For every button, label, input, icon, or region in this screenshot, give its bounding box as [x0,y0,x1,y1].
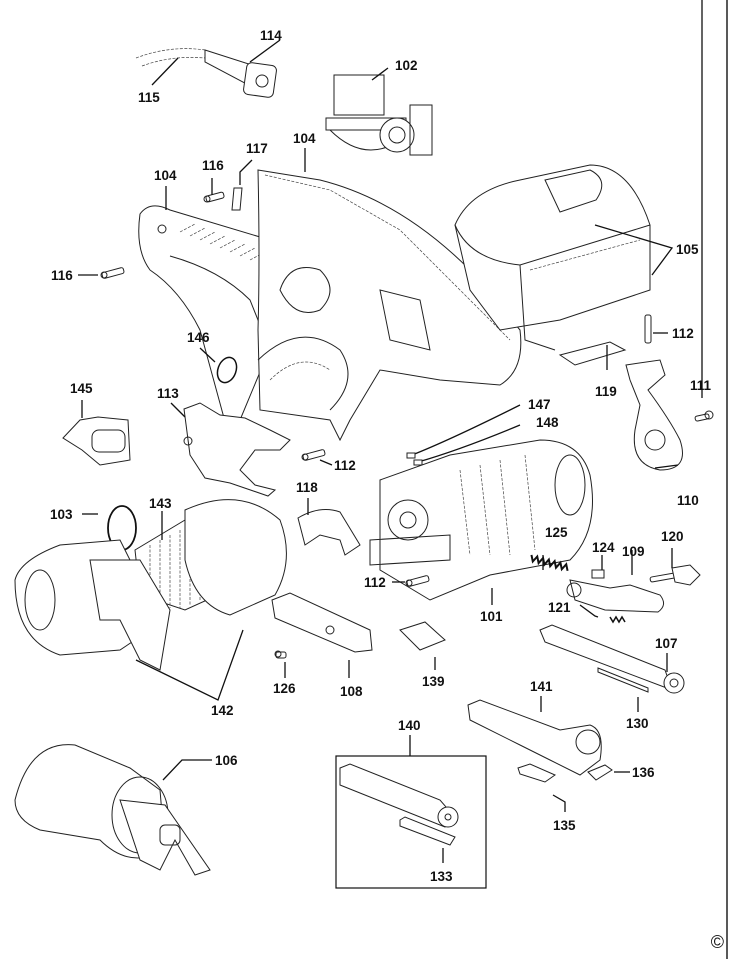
label-116-upper: 116 [202,158,224,173]
label-121: 121 [548,600,571,615]
part-114-strain-relief [204,49,277,98]
part-112-screw-low [405,575,430,587]
label-126: 126 [273,681,296,696]
label-114: 114 [260,28,282,43]
label-112-mid: 112 [334,458,356,473]
label-111: 111 [690,378,712,393]
part-141-arm-assembly [467,699,602,776]
part-116-screw-a [203,191,225,203]
label-135: 135 [553,818,576,833]
label-106: 106 [215,753,238,768]
label-125: 125 [545,525,568,540]
part-133-belt [399,816,456,846]
part-labels: 114 115 102 104 104 116 117 116 105 112 … [50,28,712,884]
label-124: 124 [592,540,615,555]
part-113-gasket [183,402,291,497]
part-118-baffle [297,509,361,556]
part-140-kit-frame [335,755,487,889]
label-112-low: 112 [364,575,386,590]
part-107-belt-arm [539,624,685,694]
label-105: 105 [676,242,699,257]
label-140: 140 [398,718,421,733]
copyright-symbol: © [710,932,724,952]
label-107: 107 [655,636,678,651]
part-126-screw [274,650,287,659]
part-106-attachment [14,744,211,876]
part-125-spring [530,554,569,572]
label-120: 120 [661,529,684,544]
label-146: 146 [187,330,210,345]
label-133: 133 [430,869,453,884]
label-141: 141 [530,679,553,694]
label-136: 136 [632,765,655,780]
label-101: 101 [480,609,503,624]
label-110: 110 [677,493,699,508]
part-124-block [591,569,605,579]
part-130-rail [597,667,649,693]
part-116-screw-b [100,267,125,279]
label-116-lower: 116 [51,268,73,283]
part-136-clip [587,764,613,781]
part-101-motor [369,439,593,601]
part-140-kit-arm [339,763,459,828]
label-145: 145 [70,381,93,396]
label-147: 147 [528,397,551,412]
label-142: 142 [211,703,234,718]
part-139-pad [399,621,446,651]
label-119: 119 [595,384,617,399]
label-130: 130 [626,716,649,731]
label-113: 113 [157,386,179,401]
part-121-spring-small [609,615,626,624]
part-102-switch [325,74,433,156]
label-118: 118 [296,480,318,495]
part-120-knob [649,564,701,586]
part-110-lever [625,359,683,471]
part-119-plate [558,341,627,366]
label-108: 108 [340,684,363,699]
part-112-pin-top [644,314,652,344]
label-117: 117 [246,141,268,156]
part-111-screw [694,410,714,422]
part-109-arm [566,579,664,613]
part-147-wire [406,404,521,459]
label-112-top: 112 [672,326,694,341]
part-108-guard [271,592,373,653]
part-117-clip [231,187,243,211]
part-115-cable [135,48,206,67]
part-145-nozzle-insert [62,416,131,466]
part-112-screw-mid [301,449,326,461]
leader-lines [78,0,703,863]
label-109: 109 [622,544,645,559]
label-102: 102 [395,58,418,73]
label-104-right: 104 [293,131,316,146]
part-148-wire [413,424,521,466]
label-143: 143 [149,496,172,511]
part-135-pad [517,763,557,783]
part-105-motor-cover [454,164,651,351]
label-139: 139 [422,674,445,689]
label-104-left: 104 [154,168,177,183]
label-148: 148 [536,415,559,430]
part-104-main-housing [257,169,522,442]
part-142-housing-canister [14,499,287,671]
part-146-o-ring [216,356,238,384]
label-115: 115 [138,90,160,105]
label-103: 103 [50,507,73,522]
